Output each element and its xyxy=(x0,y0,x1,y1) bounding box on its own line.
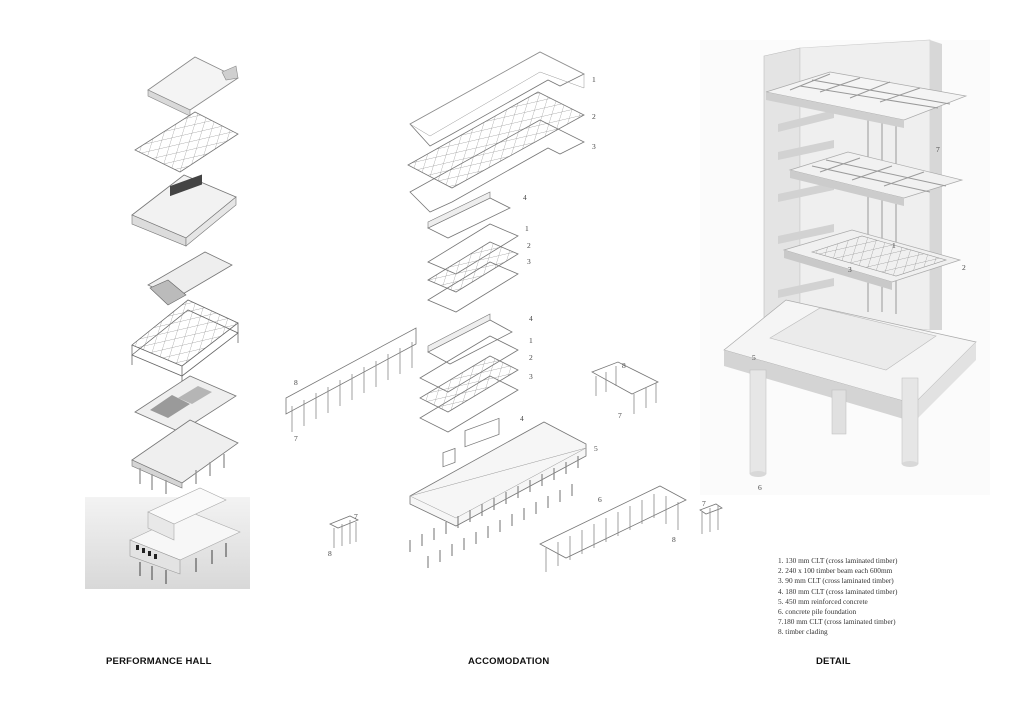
accommodation-cladding-bottom-right xyxy=(539,485,723,572)
callout-4: 4 xyxy=(520,414,524,423)
callout-5: 5 xyxy=(594,444,598,453)
accommodation-wall-module-4b xyxy=(427,313,513,365)
accommodation-cladding-bottom-left xyxy=(329,515,359,548)
accommodation-cladding-left-7-8 xyxy=(285,327,417,432)
detail-callout-7: 7 xyxy=(936,145,940,154)
accommodation-callouts: 1 2 3 4 1 2 3 4 1 2 3 4 5 6 8 7 8 7 7 8 … xyxy=(294,75,706,558)
detail-callout-5: 5 xyxy=(752,353,756,362)
accommodation-pile-foundation-6 xyxy=(409,456,579,568)
callout-2: 2 xyxy=(527,241,531,250)
caption-accomodation: ACCOMODATION xyxy=(468,656,550,667)
legend-item-7: 7.180 mm CLT (cross laminated timber) xyxy=(778,617,896,627)
hall-rendered-perspective xyxy=(85,487,250,589)
detail-callouts: 7 1 2 3 5 6 xyxy=(752,145,966,492)
hall-timber-frame-layer xyxy=(131,299,239,386)
callout-3: 3 xyxy=(592,142,596,151)
detail-section-render: 7 1 2 3 5 6 xyxy=(700,39,990,495)
callout-2: 2 xyxy=(529,353,533,362)
caption-detail: DETAIL xyxy=(816,656,851,667)
hall-roof-grid-layer xyxy=(134,111,239,173)
hall-roof-layer xyxy=(147,56,239,117)
legend-item-5: 5. 450 mm reinforced concrete xyxy=(778,596,868,606)
legend-item-6: 6. concrete pile foundation xyxy=(778,607,857,617)
callout-8: 8 xyxy=(294,378,298,387)
materials-legend: 1. 130 mm CLT (cross laminated timber) 2… xyxy=(778,556,998,638)
accommodation-cladding-right-7-8 xyxy=(591,361,659,414)
performance-hall-exploded-axonometric xyxy=(85,56,250,589)
callout-6: 6 xyxy=(598,495,602,504)
accommodation-top-slab-3 xyxy=(409,119,585,213)
callout-8: 8 xyxy=(672,535,676,544)
legend-item-4: 4. 180 mm CLT (cross laminated timber) xyxy=(778,586,898,596)
callout-7: 7 xyxy=(702,499,706,508)
accommodation-wall-module-4a xyxy=(427,191,511,239)
accommodation-top-slab-1 xyxy=(409,51,585,147)
accommodation-floor-stack-b xyxy=(419,335,519,433)
legend-item-1: 1. 130 mm CLT (cross laminated timber) xyxy=(778,556,898,565)
legend-item-3: 3. 90 mm CLT (cross laminated timber) xyxy=(778,576,894,586)
callout-1: 1 xyxy=(525,224,529,233)
detail-callout-6: 6 xyxy=(758,483,762,492)
callout-7: 7 xyxy=(354,512,358,521)
caption-performance-hall: PERFORMANCE HALL xyxy=(106,656,212,667)
hall-walls-layer xyxy=(131,174,237,247)
callout-1: 1 xyxy=(592,75,596,84)
legend-item-2: 2. 240 x 100 timber beam each 600mm xyxy=(778,566,893,576)
detail-callout-1: 1 xyxy=(892,241,896,250)
callout-3: 3 xyxy=(527,257,531,266)
callout-4: 4 xyxy=(529,314,533,323)
hall-ground-floor-layer xyxy=(134,375,237,433)
detail-callout-2: 2 xyxy=(962,263,966,272)
callout-7: 7 xyxy=(294,434,298,443)
callout-4: 4 xyxy=(523,193,527,202)
callout-8: 8 xyxy=(328,549,332,558)
callout-2: 2 xyxy=(592,112,596,121)
hall-podium-slab-layer xyxy=(131,419,239,494)
accommodation-concrete-base-5 xyxy=(409,421,587,527)
legend-item-8: 8. timber clading xyxy=(778,627,828,637)
callout-8: 8 xyxy=(622,361,626,370)
detail-callout-3: 3 xyxy=(848,265,852,274)
callout-7: 7 xyxy=(618,411,622,420)
callout-3: 3 xyxy=(529,372,533,381)
hall-stair-core-layer xyxy=(147,251,233,306)
accommodation-exploded-axonometric: 1 2 3 4 1 2 3 4 1 2 3 4 5 6 8 7 8 7 7 8 … xyxy=(285,51,723,572)
accommodation-ground-walls-4 xyxy=(442,417,500,468)
callout-1: 1 xyxy=(529,336,533,345)
accommodation-floor-stack-a xyxy=(427,223,519,313)
accommodation-top-grid-2 xyxy=(407,91,585,189)
